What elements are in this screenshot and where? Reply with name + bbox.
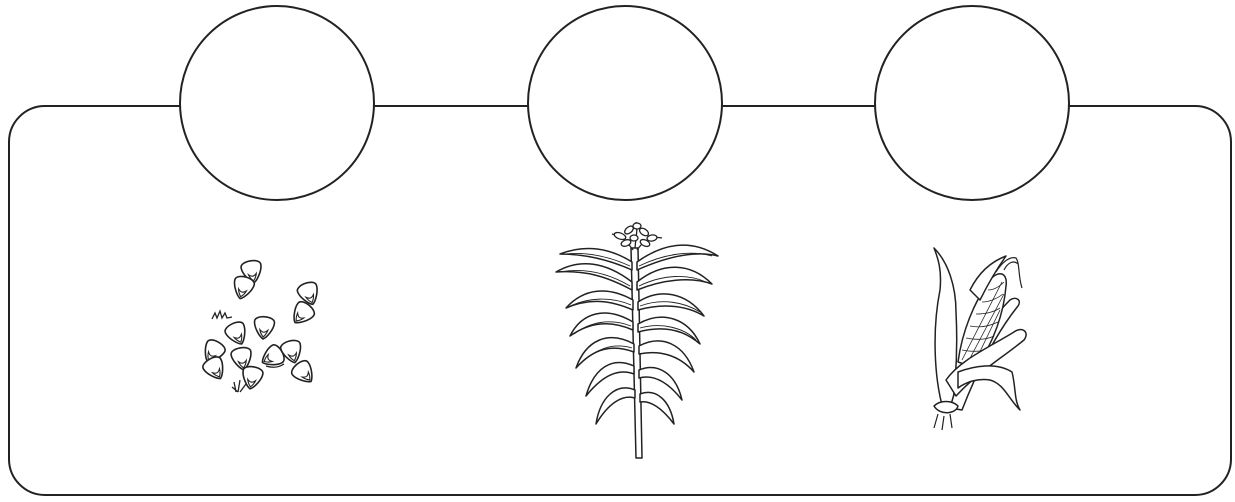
stage-circle-seeds[interactable] <box>180 6 374 200</box>
stage-circle-cob[interactable] <box>875 6 1069 200</box>
stage-circle-plant[interactable] <box>528 6 722 200</box>
